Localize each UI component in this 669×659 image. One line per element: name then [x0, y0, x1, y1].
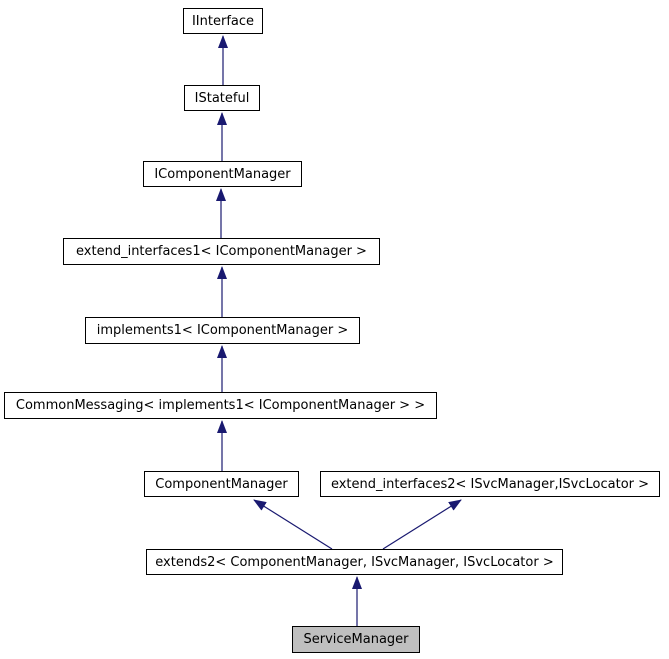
node-componentmanager[interactable]: ComponentManager	[144, 471, 299, 497]
node-istateful[interactable]: IStateful	[184, 85, 260, 111]
node-extends2[interactable]: extends2< ComponentManager, ISvcManager,…	[146, 549, 563, 575]
node-extend-interfaces2[interactable]: extend_interfaces2< ISvcManager,ISvcLoca…	[320, 471, 660, 497]
node-iinterface[interactable]: IInterface	[183, 8, 263, 34]
edge-extends2-to-componentmanager	[253, 499, 333, 550]
node-commonmessaging[interactable]: CommonMessaging< implements1< IComponent…	[4, 392, 437, 419]
edge-extends2-to-extend-interfaces2	[382, 499, 462, 550]
node-extend-interfaces1[interactable]: extend_interfaces1< IComponentManager >	[63, 238, 380, 265]
node-implements1[interactable]: implements1< IComponentManager >	[85, 317, 360, 344]
node-servicemanager: ServiceManager	[292, 626, 420, 653]
node-icomponentmanager[interactable]: IComponentManager	[143, 161, 302, 187]
